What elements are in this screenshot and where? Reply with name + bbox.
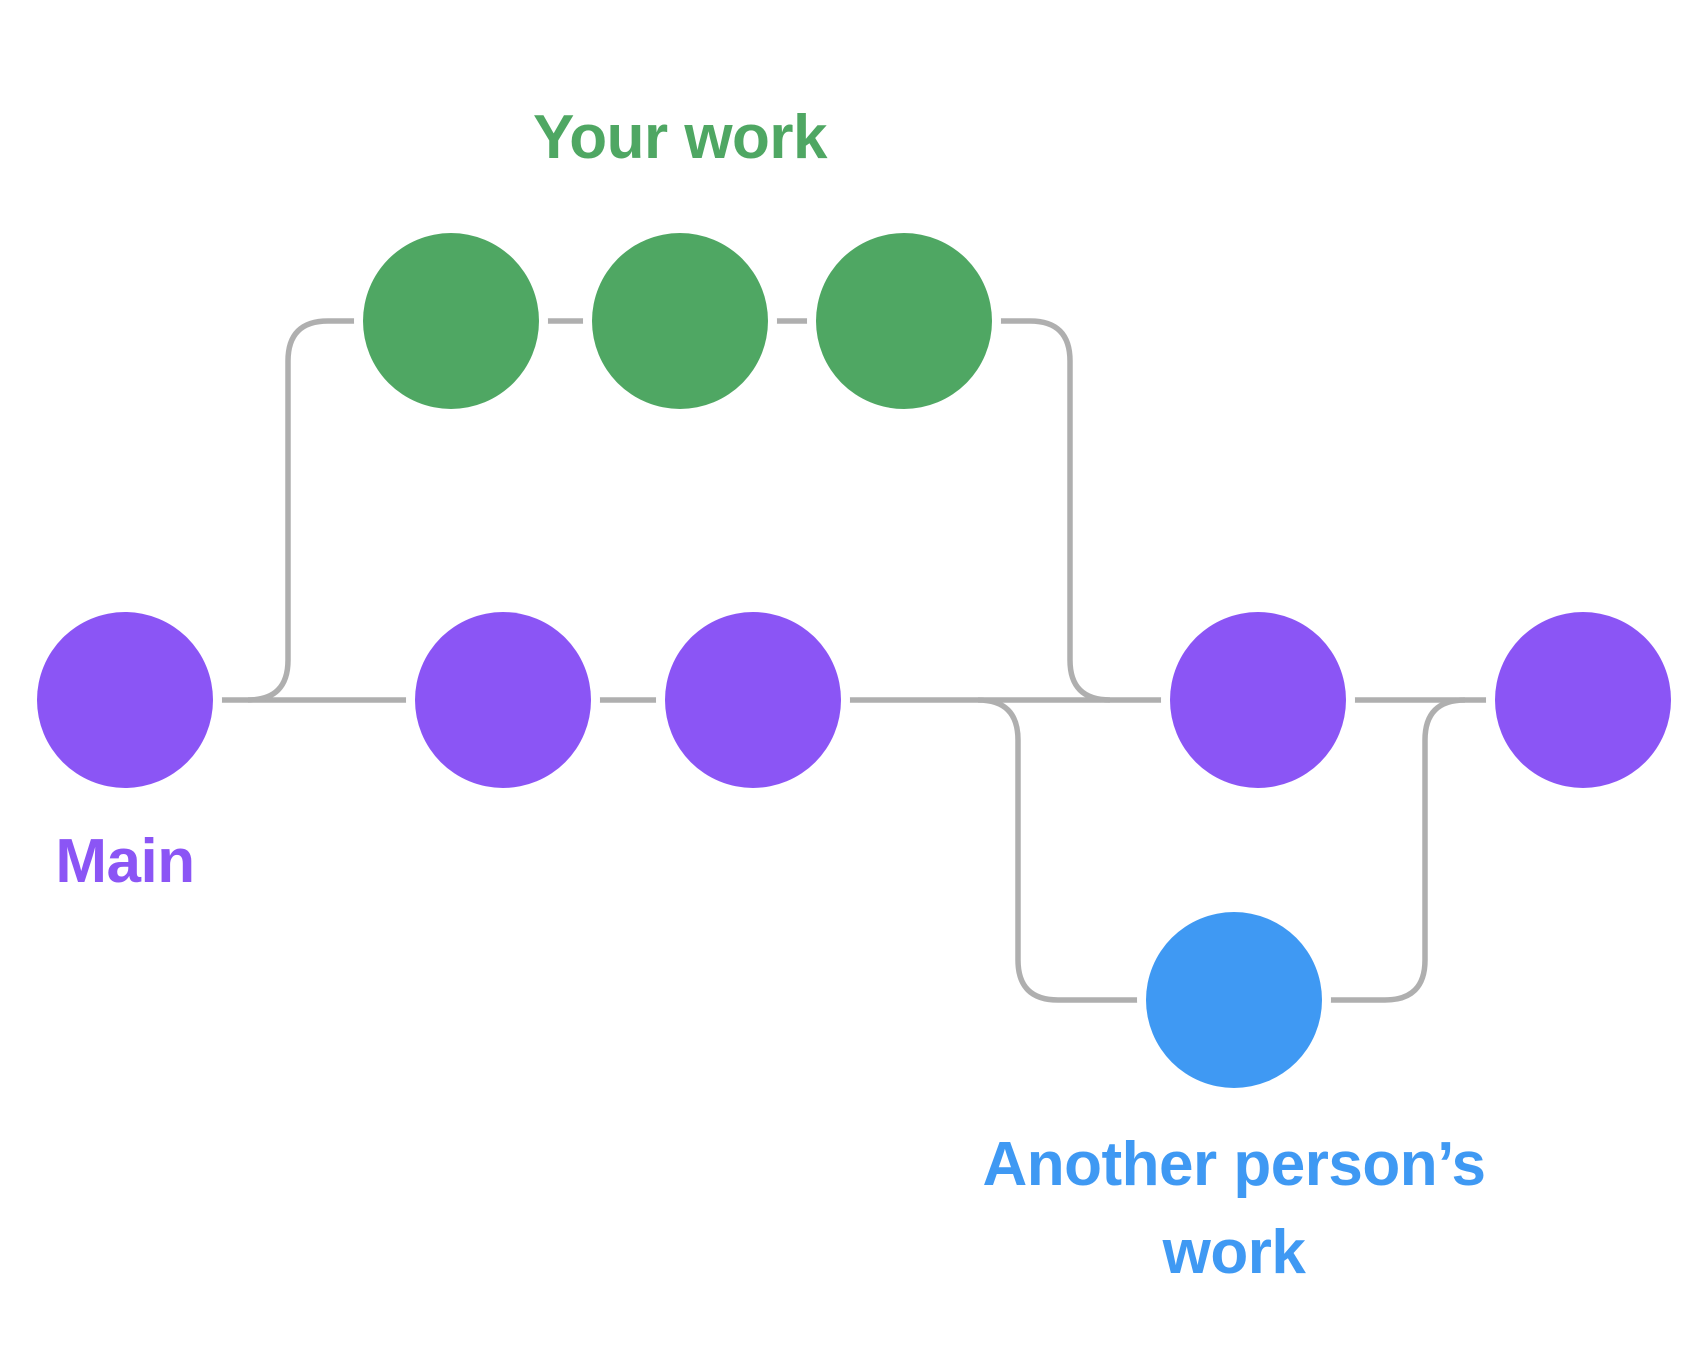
your-work-branch-label: Your work — [532, 103, 828, 172]
commit-node-main — [1495, 612, 1671, 788]
commit-node-your_work — [592, 233, 768, 409]
main-branch-label: Main — [55, 827, 195, 896]
commit-node-your_work — [363, 233, 539, 409]
commit-node-your_work — [816, 233, 992, 409]
another-person-branch-label-line1: Another person’s — [982, 1130, 1487, 1199]
commit-node-main — [415, 612, 591, 788]
commit-nodes-layer — [28, 224, 1680, 1097]
commit-node-main — [1170, 612, 1346, 788]
commit-node-main — [665, 612, 841, 788]
commit-node-another_person — [1146, 912, 1322, 1088]
commit-node-main — [37, 612, 213, 788]
another-person-branch-label-line2: work — [1162, 1218, 1306, 1287]
